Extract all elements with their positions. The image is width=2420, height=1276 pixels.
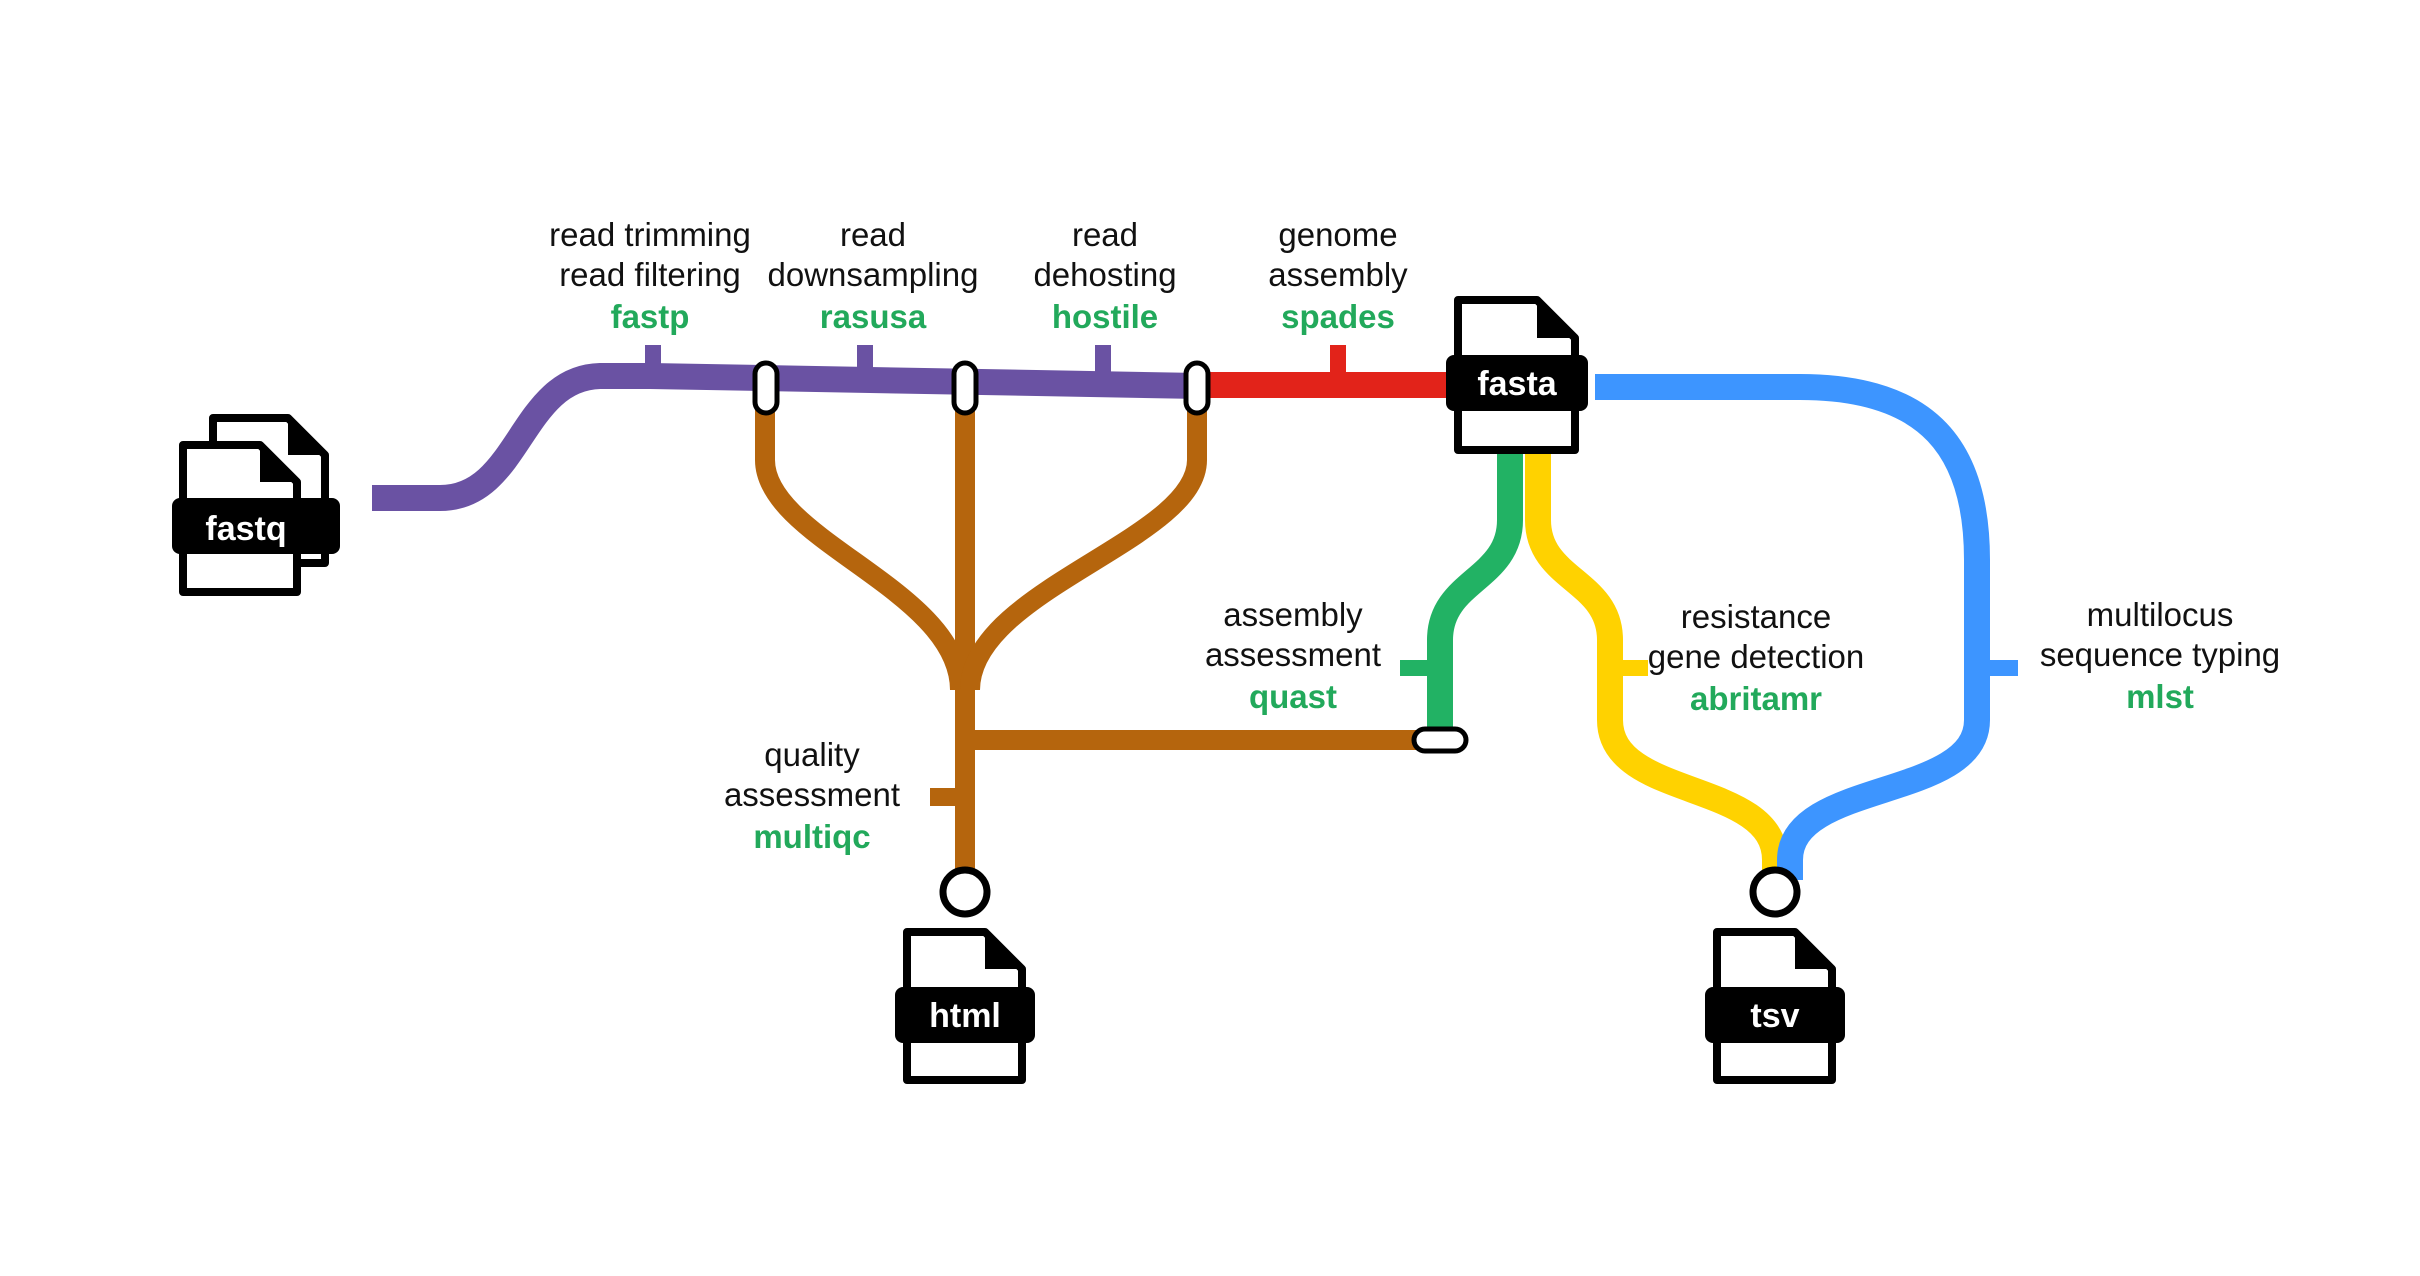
- html-label: html: [929, 997, 1001, 1035]
- step-sequence-typing: multilocus sequence typing mlst: [2040, 596, 2280, 715]
- mlst-line: [1595, 374, 1990, 880]
- step-quality-assessment: quality assessment multiqc: [724, 736, 900, 855]
- step-assembly-assessment: assembly assessment quast: [1205, 596, 1381, 715]
- step-line: read trimming: [549, 216, 751, 253]
- step-line: dehosting: [1033, 256, 1176, 293]
- step-line: downsampling: [768, 256, 979, 293]
- step-line: read: [1072, 216, 1138, 253]
- fasta-file-icon: fasta: [1446, 296, 1588, 454]
- tool-name: abritamr: [1690, 680, 1822, 717]
- step-resistance-detection: resistance gene detection abritamr: [1648, 598, 1865, 717]
- fastq-file-icon: fastq: [172, 414, 340, 596]
- qc-branch-from-fastp: [755, 395, 970, 691]
- step-line: gene detection: [1648, 638, 1865, 675]
- step-line: genome: [1278, 216, 1397, 253]
- station-after-hostile: [1183, 360, 1211, 416]
- step-genome-assembly: genome assembly spades: [1268, 216, 1408, 335]
- step-line: read filtering: [559, 256, 741, 293]
- step-line: read: [840, 216, 906, 253]
- step-line: assessment: [724, 776, 900, 813]
- read-processing-line: [372, 363, 1201, 511]
- html-file-icon: html: [895, 928, 1035, 1084]
- fasta-label: fasta: [1477, 365, 1557, 403]
- step-read-trimming: read trimming read filtering fastp: [549, 216, 751, 335]
- station-after-rasusa: [951, 360, 979, 416]
- tsv-file-icon: tsv: [1705, 928, 1845, 1084]
- tool-name: multiqc: [753, 818, 870, 855]
- step-read-downsampling: read downsampling rasusa: [768, 216, 979, 335]
- step-line: assembly: [1268, 256, 1408, 293]
- amr-line: [1525, 445, 1788, 880]
- station-after-fastp: [752, 360, 780, 416]
- tool-name: rasusa: [820, 298, 927, 335]
- qc-branch-from-hostile: [960, 395, 1207, 691]
- tsv-label: tsv: [1750, 997, 1799, 1035]
- tool-name: mlst: [2126, 678, 2194, 715]
- step-line: sequence typing: [2040, 636, 2280, 673]
- station-tsv-terminal: [1749, 866, 1801, 918]
- fastq-label: fastq: [205, 510, 286, 548]
- step-line: assembly: [1223, 596, 1363, 633]
- station-quast-junction: [1411, 726, 1469, 754]
- step-line: resistance: [1681, 598, 1831, 635]
- step-line: multilocus: [2087, 596, 2234, 633]
- tool-name: hostile: [1052, 298, 1158, 335]
- step-read-dehosting: read dehosting hostile: [1033, 216, 1176, 335]
- step-line: quality: [764, 736, 860, 773]
- tool-name: quast: [1249, 678, 1337, 715]
- tool-name: fastp: [611, 298, 690, 335]
- station-html-terminal: [939, 866, 991, 918]
- step-line: assessment: [1205, 636, 1381, 673]
- tool-name: spades: [1281, 298, 1395, 335]
- quast-line: [1427, 445, 1523, 740]
